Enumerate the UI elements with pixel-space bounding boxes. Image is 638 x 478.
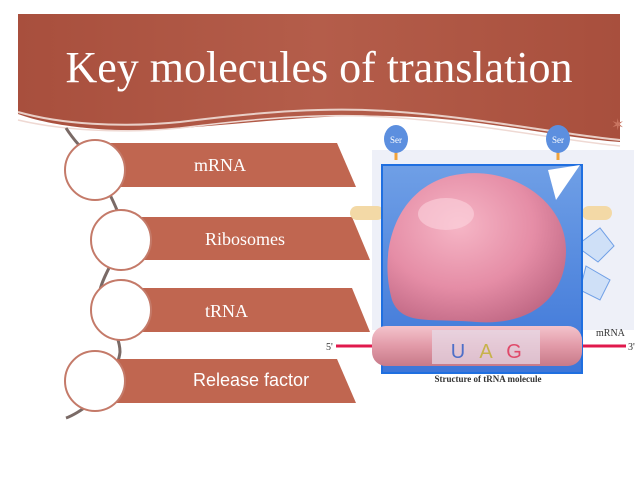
header-curve [17,108,621,141]
amino-acid-left-icon [384,125,408,153]
amino-acid-right-icon [546,125,570,153]
codon-window [432,330,540,364]
stage-ring-ribosomes [90,209,152,271]
trna-arm-right [582,206,612,220]
codon-base-3: G [506,341,522,363]
ribosome-highlight [418,198,474,230]
panel-notch [548,165,580,200]
codon-base-2: A [479,341,493,363]
header-shape [18,14,620,142]
five-prime-label: 5' [326,342,333,353]
stage-banner-release-factor [95,359,356,403]
trna-arm-left [350,206,384,220]
codon-base-1: U [451,341,465,363]
stage-label-trna: tRNA [205,301,249,321]
stage-label-release-factor: Release factor [193,370,310,390]
stage-ring-mrna [64,139,126,201]
stage-banner-trna [118,288,370,332]
stage-banner-mrna [95,143,356,187]
trna-figure: Ser Ser mRNA 5' 3' Structure of tRNA mol… [326,125,635,384]
amino-acid-right: Ser [552,135,564,145]
stage-label-ribosomes: Ribosomes [205,229,286,249]
stage-ring-trna [90,279,152,341]
amino-acid-left: Ser [390,135,402,145]
slide-title: Key molecules of translation [65,43,573,92]
header-curve-2 [17,114,621,147]
stage-label-mrna: mRNA [194,155,247,175]
strand-label: mRNA [596,328,626,339]
stage-ring-release-factor [64,350,126,412]
ornament-icon: ✶ [611,115,625,134]
figure-caption: Structure of tRNA molecule [434,374,541,384]
stage-banner-ribosomes [118,217,370,260]
three-prime-label: 3' [628,342,635,353]
trna-loop-right [575,227,615,263]
